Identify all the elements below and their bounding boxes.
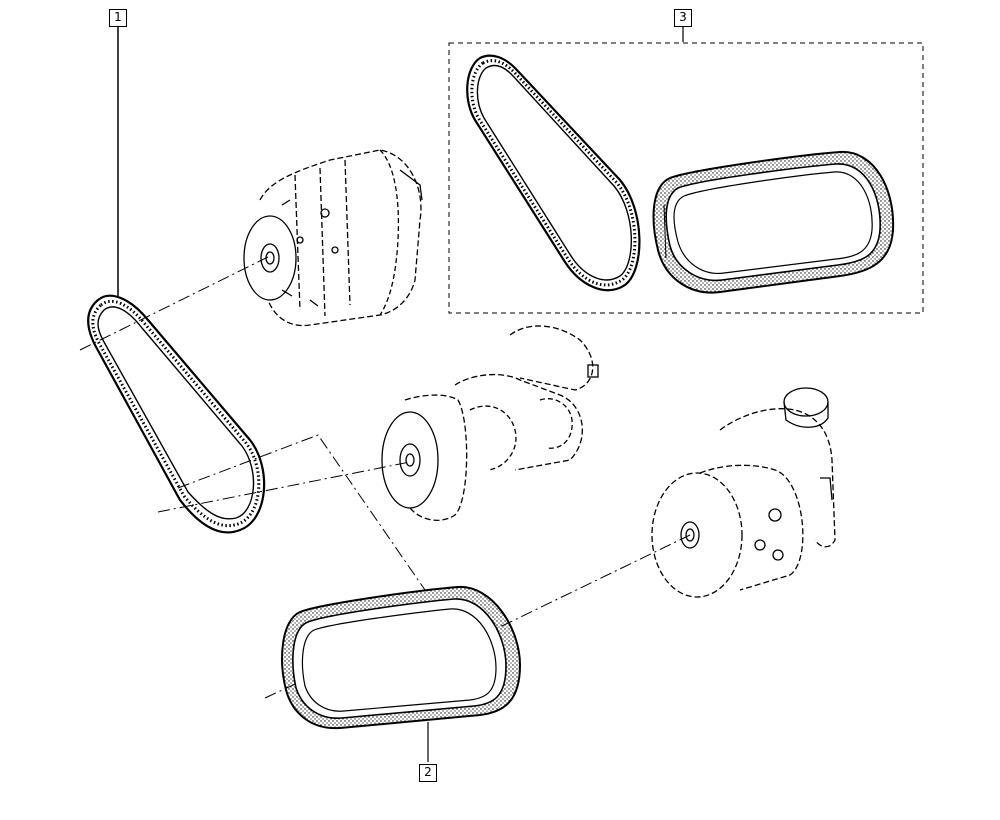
crankshaft-pulley-icon [381, 325, 599, 521]
callout-3: 3 [674, 9, 692, 27]
v-belt-icon [466, 54, 641, 292]
callout-2: 2 [419, 764, 437, 782]
alternative-belts-group-box [448, 42, 924, 314]
callout-1: 1 [109, 9, 127, 27]
power-steering-pump-icon [651, 387, 836, 598]
alternator-icon [243, 149, 423, 327]
ribbed-belt-icon [281, 585, 522, 730]
ribbed-belt-icon [652, 150, 895, 294]
v-belt-icon [87, 294, 266, 534]
